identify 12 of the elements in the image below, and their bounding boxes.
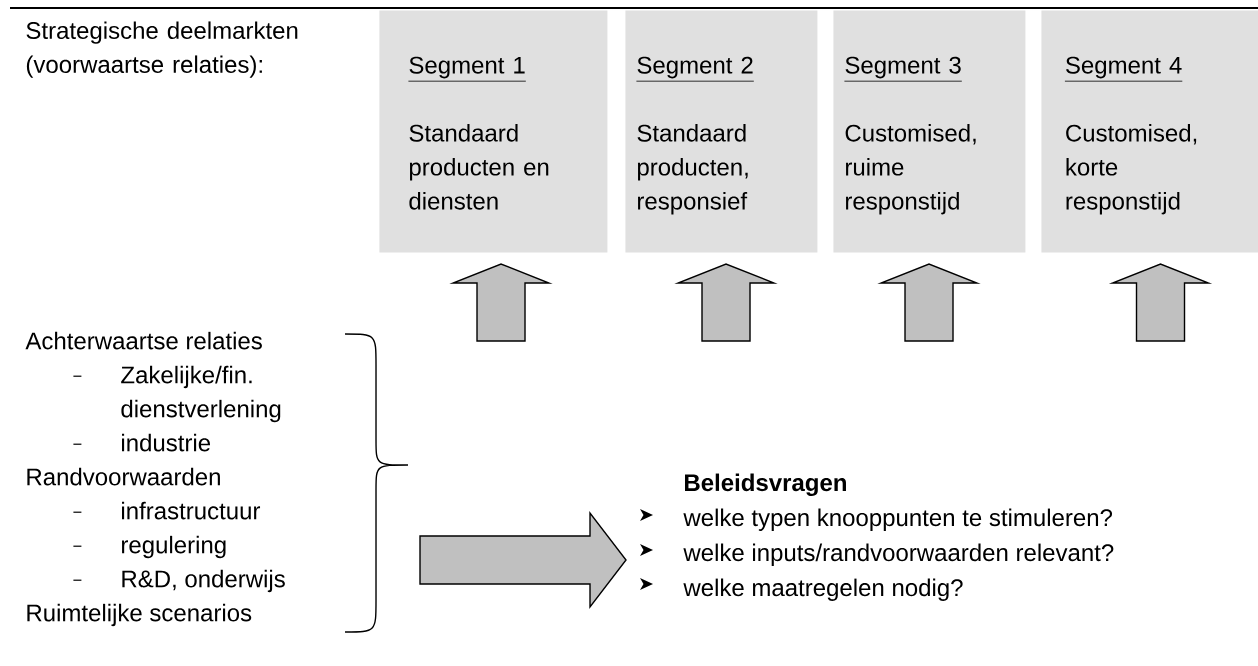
segment-box: Segment 2 Standaard producten, responsief — [625, 10, 818, 253]
question-list: Beleidsvragen welke typen knooppunten te stimuleren? welke inputs/randvoorwaarden relevant? welke maatregelen nodig? — [683, 473, 1114, 601]
block-arrow — [449, 263, 553, 342]
segment-box: Segment 3 Customised, ruime responstijd — [833, 10, 1026, 253]
text-list: Achterwaartse relaties Zakelijke/fin. dienstverlening industrie Randvoorwaarden infrastructuur regulering R&D, onderwijs Ruimtelijke scenarios — [25, 331, 285, 627]
block-arrow — [674, 263, 778, 342]
block-arrow — [1108, 263, 1213, 342]
block-arrow — [419, 510, 627, 610]
segment-box: Segment 4 Customised, korte responstijd — [1041, 10, 1258, 253]
segment-box: Segment 1 Standaard producten en diensten — [379, 10, 608, 253]
heading-text: Strategische deelmarkten (voorwaartse relaties): — [26, 21, 298, 78]
block-arrow — [877, 263, 981, 342]
